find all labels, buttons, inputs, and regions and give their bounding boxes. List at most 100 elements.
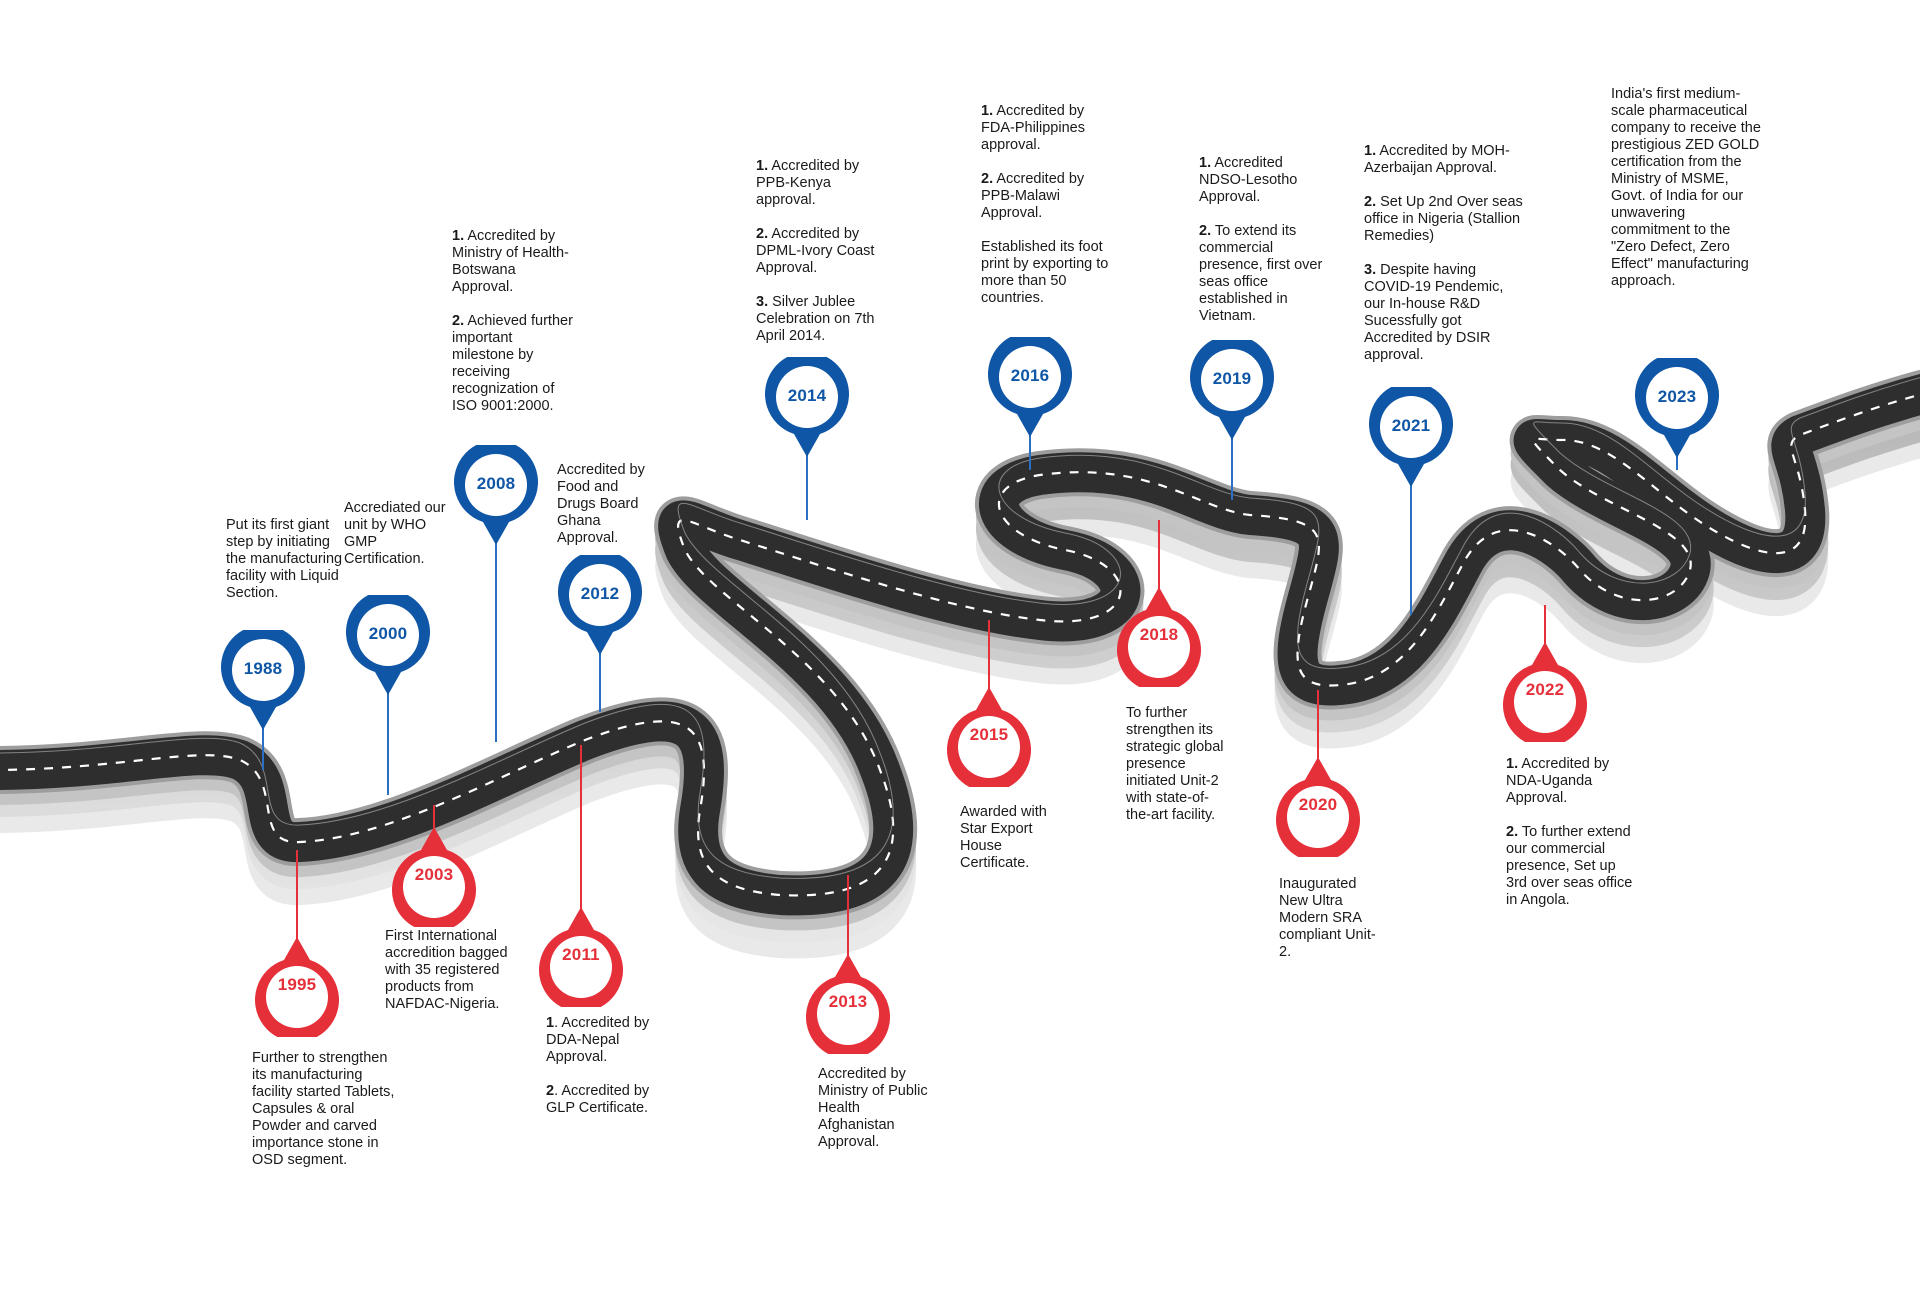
- entry-number: 2: [546, 1083, 555, 1099]
- milestone-entry: Inaugurated New Ultra Modern SRA complia…: [1279, 876, 1376, 960]
- milestone-pin-2020[interactable]: 2020: [1275, 757, 1361, 857]
- milestone-entry: 3. Despite having COVID-19 Pendemic, our…: [1364, 262, 1524, 364]
- milestone-description-2012: Accredited by Food and Drugs Board Ghana…: [557, 462, 652, 547]
- entry-text: Set Up 2nd Over seas office in Nigeria (…: [1364, 194, 1523, 244]
- entry-number: 3.: [756, 294, 769, 310]
- entry-number: 1.: [1506, 756, 1519, 772]
- map-pin-icon: [454, 445, 538, 545]
- milestone-description-2023: India's first medium-scale pharmaceutica…: [1611, 86, 1761, 290]
- milestone-entry: 2. Set Up 2nd Over seas office in Nigeri…: [1364, 194, 1524, 245]
- milestone-pin-2023[interactable]: 2023: [1634, 358, 1720, 458]
- milestone-pin-2014[interactable]: 2014: [764, 357, 850, 457]
- milestone-description-2003: First International accredition bagged w…: [385, 928, 525, 1013]
- milestone-pin-2015[interactable]: 2015: [946, 687, 1032, 787]
- map-pin-icon: [1635, 358, 1719, 458]
- milestone-entry: Established its foot print by exporting …: [981, 239, 1109, 306]
- milestone-pin-2012[interactable]: 2012: [557, 555, 643, 655]
- map-pin-icon: [392, 827, 476, 927]
- entry-number: 2.: [1199, 223, 1212, 239]
- milestone-pin-1988[interactable]: 1988: [220, 630, 306, 730]
- pin-stem-2019: [1231, 432, 1233, 500]
- pin-stem-2012: [599, 647, 601, 712]
- milestone-description-2013: Accredited by Ministry of Public Health …: [818, 1066, 938, 1151]
- map-pin-icon: [806, 954, 890, 1054]
- milestone-pin-2000[interactable]: 2000: [345, 595, 431, 695]
- pin-stem-2000: [387, 687, 389, 795]
- milestone-pin-2011[interactable]: 2011: [538, 907, 624, 1007]
- milestone-description-2014: 1. Accredited by PPB-Kenya approval.2. A…: [756, 158, 886, 345]
- milestone-entry: Accredited by Food and Drugs Board Ghana…: [557, 462, 645, 546]
- milestone-pin-1995[interactable]: 1995: [254, 937, 340, 1037]
- milestone-entry: India's first medium-scale pharmaceutica…: [1611, 86, 1761, 289]
- pin-stem-2018: [1158, 520, 1160, 600]
- pin-stem-2020: [1317, 690, 1319, 770]
- milestone-year: 2023: [1657, 387, 1697, 406]
- milestone-description-2020: Inaugurated New Ultra Modern SRA complia…: [1279, 876, 1384, 961]
- milestone-year: 1988: [243, 659, 283, 678]
- milestone-year: 2003: [414, 865, 454, 884]
- milestone-description-1988: Put its first giant step by initiating t…: [226, 517, 346, 602]
- milestone-description-2022: 1. Accredited by NDA-Uganda Approval.2. …: [1506, 756, 1636, 909]
- entry-number: 1: [546, 1015, 555, 1031]
- entry-text: Accredited by FDA-Philippines approval.: [981, 103, 1085, 153]
- entry-text: Accredited by PPB-Malawi Approval.: [981, 171, 1085, 221]
- entry-number: 1.: [756, 158, 769, 174]
- entry-text: Silver Jublee Celebration on 7th April 2…: [756, 294, 875, 344]
- milestone-entry: 2. Achieved further important milestone …: [452, 313, 577, 415]
- milestone-entry: Put its first giant step by initiating t…: [226, 517, 343, 601]
- milestone-year: 2013: [828, 992, 868, 1011]
- pin-stem-2013: [847, 875, 849, 967]
- pin-stem-2011: [580, 745, 582, 920]
- pin-stem-1995: [296, 850, 298, 950]
- pin-stem-2014: [806, 449, 808, 520]
- map-pin-icon: [1190, 340, 1274, 440]
- milestone-description-2011: 1. Accredited by DDA-Nepal Approval.2. A…: [546, 1015, 666, 1117]
- milestone-entry: 1. Accredited by NDA-Uganda Approval.: [1506, 756, 1636, 807]
- map-pin-icon: [1276, 757, 1360, 857]
- milestone-pin-2013[interactable]: 2013: [805, 954, 891, 1054]
- milestone-pin-2008[interactable]: 2008: [453, 445, 539, 545]
- milestone-entry: Further to strengthen its manufacturing …: [252, 1050, 395, 1168]
- milestone-description-2015: Awarded with Star Export House Certifica…: [960, 804, 1060, 872]
- map-pin-icon: [255, 937, 339, 1037]
- entry-text: Accredited by Ministry of Health-Botswan…: [452, 228, 569, 295]
- entry-text: To extend its commercial presence, first…: [1199, 223, 1323, 324]
- entry-number: 1.: [1199, 155, 1212, 171]
- milestone-entry: 1. Accredited NDSO-Lesotho Approval.: [1199, 155, 1324, 206]
- entry-text: Accredited by MOH-Azerbaijan Approval.: [1364, 143, 1510, 176]
- entry-text: Accredited NDSO-Lesotho Approval.: [1199, 155, 1298, 205]
- milestone-year: 2008: [476, 474, 516, 493]
- milestone-entry: 2. Accredited by DPML-Ivory Coast Approv…: [756, 226, 886, 277]
- entry-number: 2.: [981, 171, 994, 187]
- entry-number: 2.: [1506, 824, 1519, 840]
- map-pin-icon: [1503, 642, 1587, 742]
- milestone-pin-2003[interactable]: 2003: [391, 827, 477, 927]
- map-pin-icon: [947, 687, 1031, 787]
- milestone-entry: 2. To extend its commercial presence, fi…: [1199, 223, 1324, 325]
- milestone-pin-2018[interactable]: 2018: [1116, 587, 1202, 687]
- milestone-entry: 3. Silver Jublee Celebration on 7th Apri…: [756, 294, 886, 345]
- milestone-year: 2000: [368, 624, 408, 643]
- milestone-pin-2019[interactable]: 2019: [1189, 340, 1275, 440]
- milestone-description-2000: Accrediated our unit by WHO GMP Certific…: [344, 500, 449, 568]
- pin-stem-2021: [1410, 479, 1412, 615]
- milestone-year: 2012: [580, 584, 620, 603]
- road-center-dashes: [0, 393, 1920, 897]
- map-pin-icon: [346, 595, 430, 695]
- milestone-pin-2021[interactable]: 2021: [1368, 387, 1454, 487]
- pin-stem-2015: [988, 620, 990, 700]
- entry-text: Achieved further important milestone by …: [452, 313, 573, 414]
- milestone-description-2019: 1. Accredited NDSO-Lesotho Approval. 2. T…: [1199, 155, 1324, 325]
- map-pin-icon: [1369, 387, 1453, 487]
- map-pin-icon: [1117, 587, 1201, 687]
- milestone-year: 2016: [1010, 366, 1050, 385]
- entry-number: 2.: [756, 226, 769, 242]
- entry-number: 2.: [1364, 194, 1377, 210]
- milestone-pin-2022[interactable]: 2022: [1502, 642, 1588, 742]
- milestone-year: 2022: [1525, 680, 1565, 699]
- milestone-description-2008: 1. Accredited by Ministry of Health-Bots…: [452, 228, 577, 415]
- road-path: [0, 369, 1920, 959]
- milestone-year: 2011: [562, 945, 600, 964]
- milestone-pin-2016[interactable]: 2016: [987, 337, 1073, 437]
